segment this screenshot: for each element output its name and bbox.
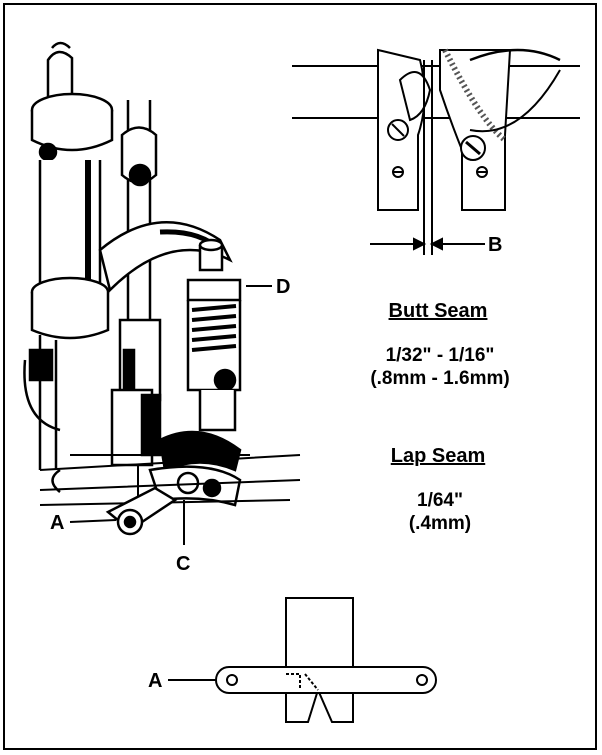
figure-border (3, 3, 597, 750)
callout-d: D (276, 276, 290, 298)
callout-a-top: A (50, 512, 64, 534)
butt-seam-gap-mm: (.8mm - 1.6mm) (370, 368, 510, 389)
butt-seam-gap-inches: 1/32" - 1/16" (385, 345, 495, 366)
callout-c: C (176, 553, 190, 575)
callout-lines (69, 285, 272, 545)
callout-a-bottom: A (148, 670, 162, 692)
sewing-machine-illustration (23, 41, 301, 536)
butt-seam-heading: Butt Seam (388, 300, 488, 322)
needle-closeup-illustration (292, 48, 580, 255)
lap-seam-gap-inches: 1/64" (417, 490, 463, 511)
lap-seam-heading: Lap Seam (390, 445, 486, 467)
slide-plate-diagram (168, 597, 437, 723)
lap-seam-gap-mm: (.4mm) (408, 513, 472, 534)
callout-b: B (488, 234, 502, 256)
